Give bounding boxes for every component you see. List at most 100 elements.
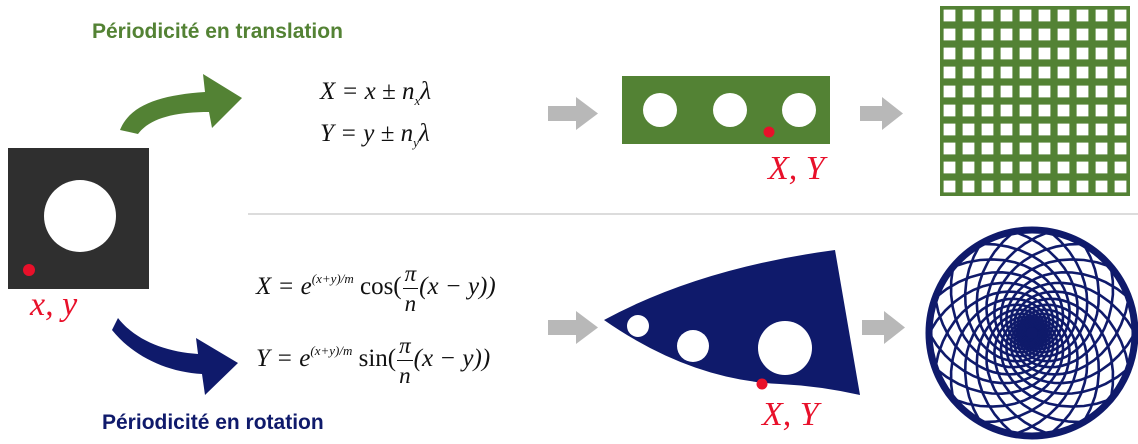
- lattice-cell: [1077, 48, 1089, 60]
- lattice-cell: [963, 29, 975, 41]
- lattice-cell: [963, 48, 975, 60]
- lattice-cell: [982, 105, 994, 117]
- lattice-cell: [1058, 10, 1070, 22]
- lattice-cell: [1039, 29, 1051, 41]
- lattice-cell: [1115, 124, 1127, 136]
- lattice-cell: [1115, 48, 1127, 60]
- lattice-cell: [1020, 143, 1032, 155]
- lattice-cell: [1001, 143, 1013, 155]
- lattice-cell: [1077, 86, 1089, 98]
- equation-translation-y: Y = y ± nyλ: [320, 120, 430, 151]
- lattice-cell: [944, 143, 956, 155]
- strip-point: [764, 127, 775, 138]
- lattice-cell: [1096, 67, 1108, 79]
- gray-arrow-4: [862, 311, 905, 344]
- lattice-cell: [963, 124, 975, 136]
- title-rotation: Périodicité en rotation: [102, 411, 324, 435]
- lattice-cell: [982, 10, 994, 22]
- lattice-cell: [944, 124, 956, 136]
- lattice-cell: [1096, 10, 1108, 22]
- lattice-cell: [1020, 67, 1032, 79]
- eq-tx-end: λ: [420, 78, 431, 105]
- lattice-cell: [1115, 86, 1127, 98]
- eq-rx-exp: (x+y)/m: [312, 271, 354, 286]
- source-point: [23, 264, 35, 276]
- lattice-cell: [1001, 48, 1013, 60]
- lattice-cell: [1077, 162, 1089, 174]
- lattice-cell: [1058, 29, 1070, 41]
- lattice-cell: [1077, 10, 1089, 22]
- lattice-cell: [1039, 10, 1051, 22]
- lattice-cell: [1115, 181, 1127, 193]
- lattice-cell: [982, 29, 994, 41]
- lattice-cell: [1039, 181, 1051, 193]
- eq-ry-exp: (x+y)/m: [310, 343, 352, 358]
- lattice-cell: [944, 10, 956, 22]
- equation-translation-x: X = x ± nxλ: [320, 78, 431, 109]
- lattice-cell: [1096, 143, 1108, 155]
- lattice-cell: [1058, 86, 1070, 98]
- sector-hole-3: [758, 321, 812, 375]
- translation-arrow: [120, 74, 242, 134]
- lattice-cell: [1001, 124, 1013, 136]
- lattice-cell: [982, 124, 994, 136]
- lattice-cell: [1039, 48, 1051, 60]
- lattice-cell: [944, 162, 956, 174]
- lattice-cell: [1001, 86, 1013, 98]
- eq-ry-frac: πn: [397, 334, 413, 387]
- lattice-cell: [1115, 105, 1127, 117]
- rotation-lattice: [929, 230, 1135, 436]
- title-translation: Périodicité en translation: [92, 20, 343, 44]
- spiral-center: [1026, 327, 1038, 339]
- translation-lattice: [940, 6, 1130, 196]
- lattice-cell: [1039, 105, 1051, 117]
- lattice-cell: [963, 143, 975, 155]
- lattice-cell: [1096, 105, 1108, 117]
- source-hole: [44, 180, 116, 252]
- lattice-cell: [982, 181, 994, 193]
- lattice-cell: [1001, 105, 1013, 117]
- lattice-cell: [1077, 124, 1089, 136]
- sector-hole-1: [627, 315, 649, 337]
- eq-ry-tail: (x − y)): [414, 345, 491, 372]
- eq-rx-lhs: X = e: [256, 273, 312, 300]
- rotation-arrow: [112, 318, 238, 395]
- lattice-cell: [944, 67, 956, 79]
- lattice-cell: [1058, 162, 1070, 174]
- eq-rx-fn: cos(: [354, 273, 402, 300]
- eq-ty-end: λ: [419, 120, 430, 147]
- lattice-cell: [1039, 67, 1051, 79]
- lattice-cell: [1039, 162, 1051, 174]
- eq-ry-frac-den: n: [397, 361, 413, 387]
- lattice-cell: [1001, 67, 1013, 79]
- lattice-cell: [1020, 124, 1032, 136]
- lattice-cell: [1077, 67, 1089, 79]
- lattice-cell: [1039, 143, 1051, 155]
- lattice-cell: [963, 105, 975, 117]
- eq-ry-lhs: Y = e: [256, 345, 310, 372]
- lattice-cell: [982, 86, 994, 98]
- lattice-cell: [1001, 29, 1013, 41]
- sector-hole-2: [677, 330, 709, 362]
- lattice-cell: [944, 181, 956, 193]
- lattice-cell: [963, 162, 975, 174]
- lattice-cell: [982, 48, 994, 60]
- gray-arrow-3: [548, 311, 598, 344]
- eq-rx-frac-num: π: [403, 262, 419, 289]
- eq-tx-main: X = x ± n: [320, 78, 414, 105]
- lattice-cell: [1020, 48, 1032, 60]
- lattice-cell: [1096, 29, 1108, 41]
- lattice-cell: [963, 67, 975, 79]
- lattice-cell: [1020, 105, 1032, 117]
- lattice-cell: [963, 10, 975, 22]
- lattice-cell: [1001, 10, 1013, 22]
- lattice-cell: [1077, 105, 1089, 117]
- lattice-cell: [1115, 162, 1127, 174]
- lattice-cell: [1039, 86, 1051, 98]
- lattice-cell: [1096, 48, 1108, 60]
- gray-arrow-2: [860, 97, 903, 130]
- lattice-cell: [1115, 67, 1127, 79]
- lattice-cell: [1020, 181, 1032, 193]
- gray-arrow-1: [548, 97, 598, 130]
